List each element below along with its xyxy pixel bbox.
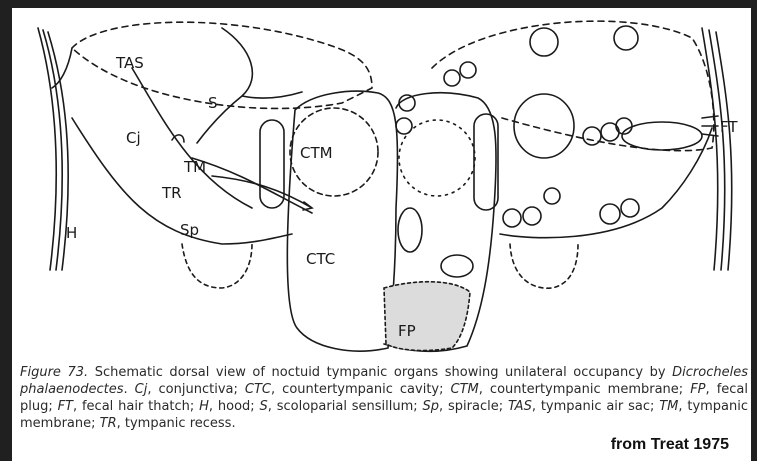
label-sp: Sp (180, 221, 199, 239)
caption-figure-label: Figure 73. (20, 365, 88, 380)
label-tas: TAS (115, 54, 144, 72)
mite-small-2 (441, 255, 473, 277)
def-abbr: FP (690, 382, 705, 397)
mite-top-2 (614, 26, 638, 50)
mite-top-1 (530, 28, 558, 56)
source-credit: from Treat 1975 (611, 436, 729, 454)
scoloparial-branch (197, 28, 302, 143)
figure-caption: Figure 73. Schematic dorsal view of noct… (20, 364, 748, 432)
def-abbr: CTM (451, 382, 479, 397)
fecal-plug (384, 282, 470, 351)
def-text: , fecal hair thatch; (73, 399, 199, 414)
def-text: , scoloparial sensillum; (268, 399, 423, 414)
fecal-sac (622, 122, 702, 150)
label-tr: TR (161, 184, 182, 202)
def-text: , tympanic air sac; (532, 399, 659, 414)
def-abbr: TM (659, 399, 678, 414)
label-ctm: CTM (300, 144, 333, 162)
right-wing-outline (702, 28, 732, 270)
label-ft: FT (720, 118, 738, 136)
right-lower-lobe (510, 244, 578, 288)
left-side-capsule (260, 120, 284, 208)
def-abbr: Sp (423, 399, 440, 414)
def-text: , tympanic recess. (117, 416, 236, 431)
mite-small-1 (398, 208, 422, 252)
def-abbr: CTC (245, 382, 271, 397)
def-abbr: H (199, 399, 209, 414)
right-hood (500, 128, 712, 238)
countertympanic-cavity-outline (287, 91, 397, 351)
left-lower-lobe (182, 244, 252, 288)
def-abbr: S (260, 399, 268, 414)
label-ctc: CTC (306, 250, 335, 268)
def-text: , countertympanic cavity; (271, 382, 451, 397)
egg-left-2 (396, 118, 412, 134)
label-cj: Cj (126, 129, 141, 147)
def-abbr: FT (58, 399, 73, 414)
def-text: , hood; (209, 399, 260, 414)
label-s: S (208, 94, 218, 112)
label-tm: TM (183, 158, 206, 176)
left-tympanic-membrane (192, 158, 312, 213)
large-mite (514, 94, 574, 158)
figure-frame: TAS S Cj TM TR H Sp CTM CTC FP FT Figure… (12, 8, 751, 461)
def-abbr: TR (100, 416, 117, 431)
label-fp: FP (398, 322, 416, 340)
def-abbr: TAS (508, 399, 532, 414)
tympanic-organ-drawing: TAS S Cj TM TR H Sp CTM CTC FP FT (12, 8, 751, 358)
def-text: , conjunctiva; (147, 382, 245, 397)
caption-after-species: . (124, 382, 135, 397)
def-text: , countertympanic membrane; (479, 382, 690, 397)
label-h: H (66, 224, 77, 242)
def-abbr: Cj (135, 382, 148, 397)
caption-intro: Schematic dorsal view of noctuid tympani… (88, 365, 672, 380)
def-text: , spiracle; (439, 399, 508, 414)
